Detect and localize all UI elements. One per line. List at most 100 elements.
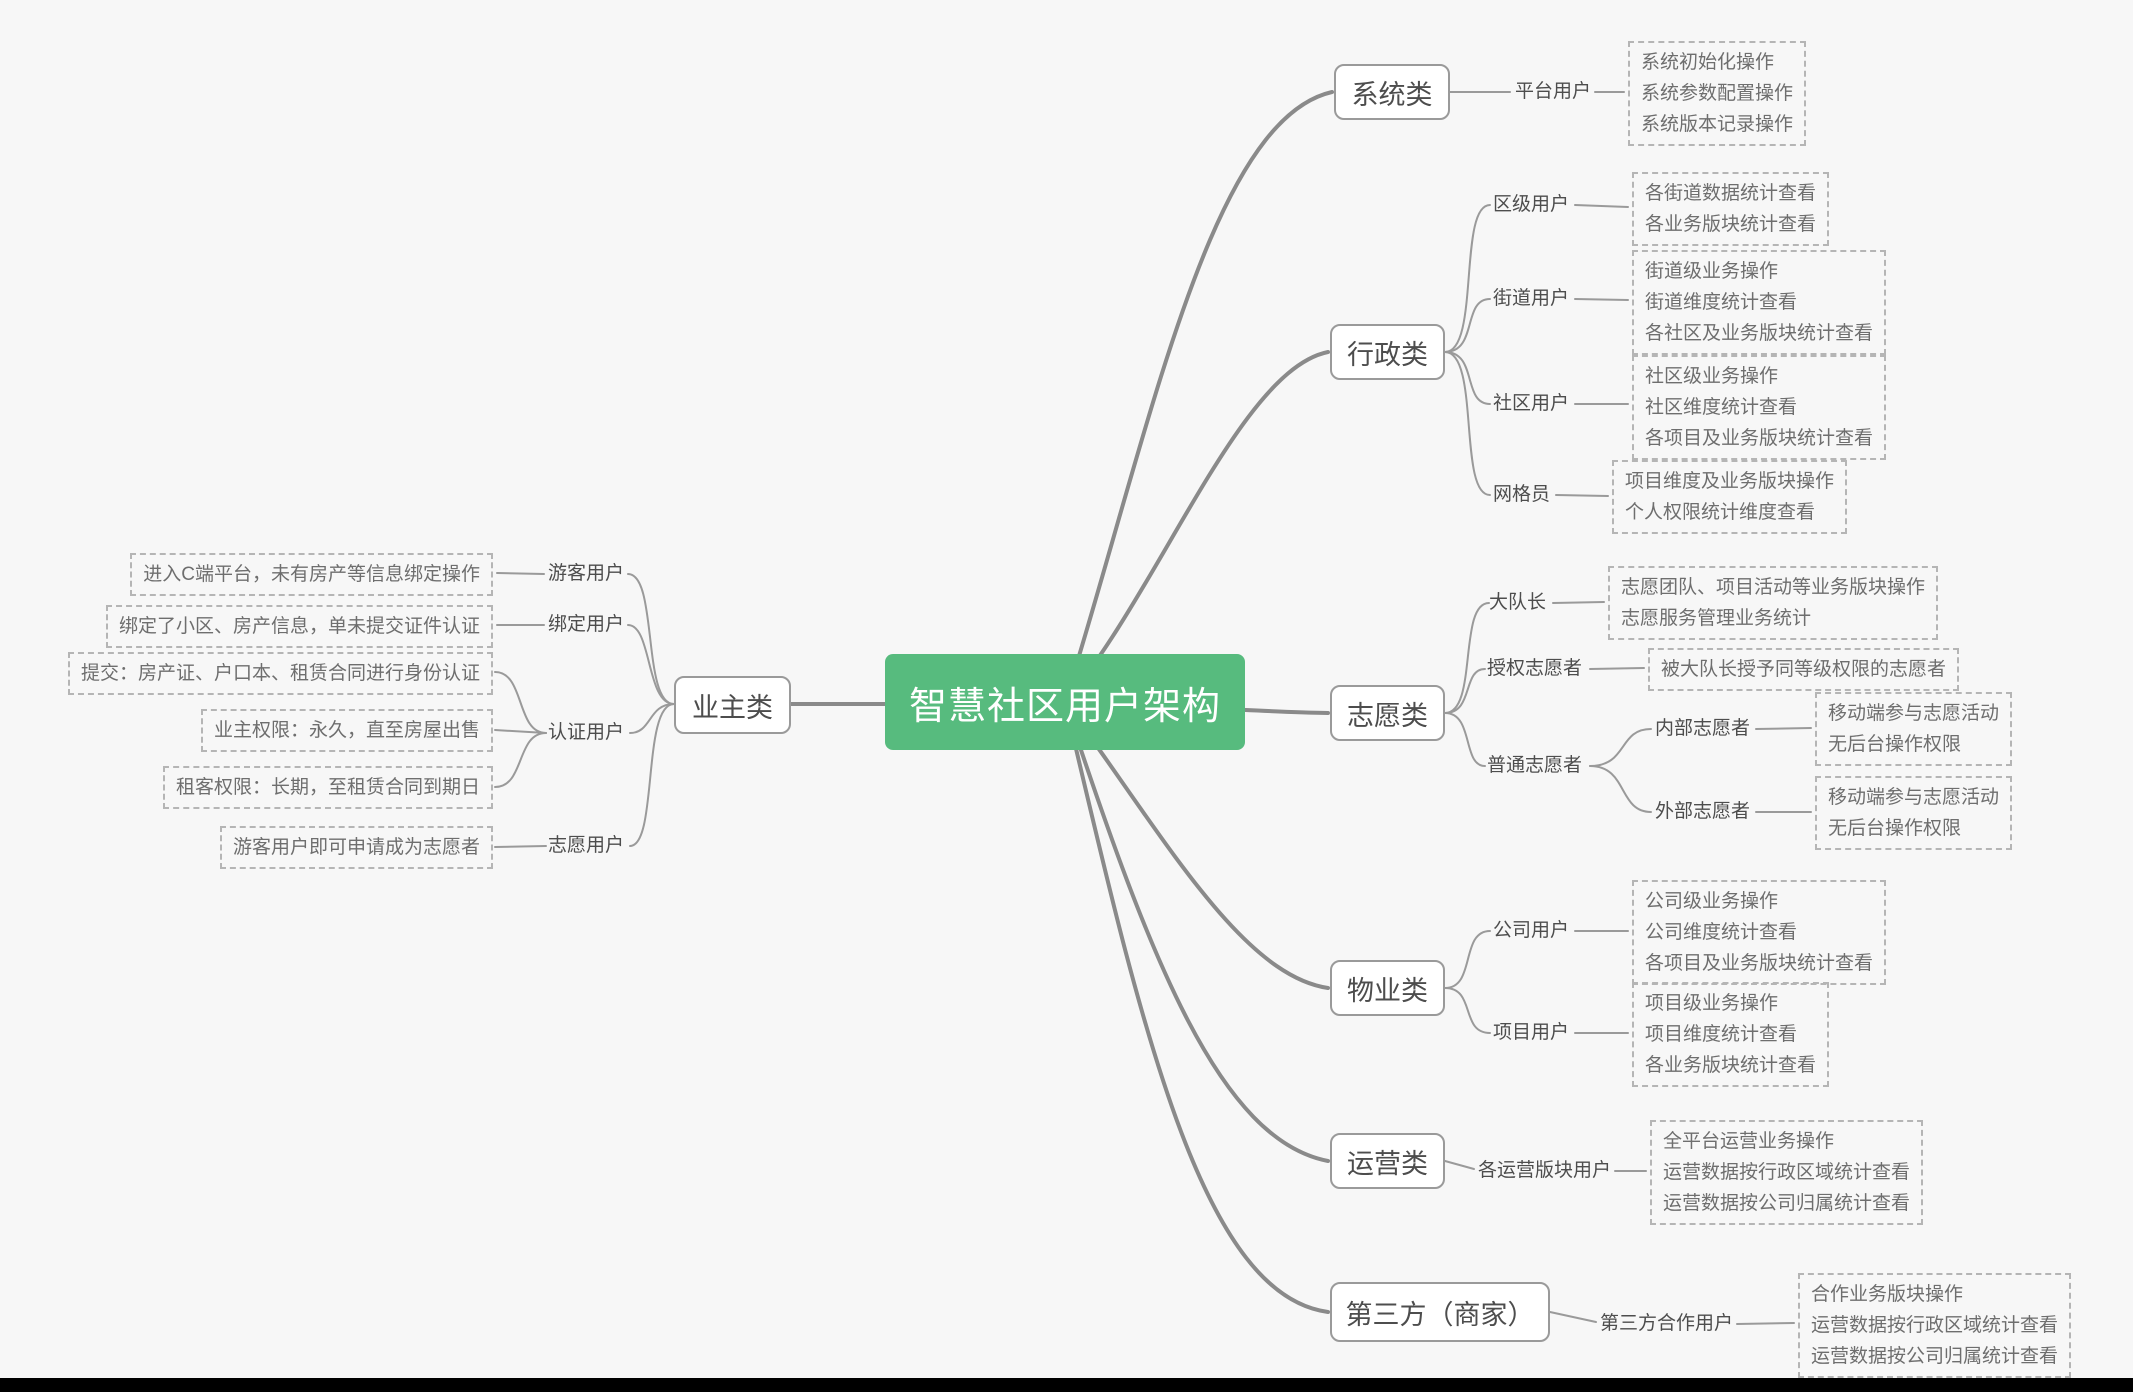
connector-grid-leaf (1555, 494, 1609, 497)
label-platform-user[interactable]: 平台用户 (1515, 81, 1592, 102)
leaf-line: 提交：房产证、户口本、租赁合同进行身份认证 (80, 663, 480, 684)
leaf-line: 社区级业务操作 (1645, 366, 1779, 387)
leaf-line: 公司维度统计查看 (1645, 922, 1798, 943)
connector-ordinary-internal (1589, 728, 1652, 767)
connector-central-admin (1063, 350, 1330, 704)
connector-central-property (1063, 700, 1330, 990)
label-project-user[interactable]: 项目用户 (1493, 1022, 1570, 1043)
branch-volunteer-node[interactable]: 志愿类 (1330, 685, 1445, 741)
leaf-line: 运营数据按公司归属统计查看 (1663, 1193, 1911, 1214)
leaf-bound-user[interactable]: 绑定了小区、房产信息，单未提交证件认证 (105, 605, 493, 648)
connector-volunteer-ordinary (1444, 712, 1486, 767)
connector-certified-leaf2 (494, 729, 547, 734)
leaf-line: 街道级业务操作 (1645, 261, 1779, 282)
leaf-line: 个人权限统计维度查看 (1625, 502, 1816, 523)
leaf-line: 运营数据按行政区域统计查看 (1663, 1162, 1911, 1183)
leaf-line: 系统参数配置操作 (1641, 83, 1794, 104)
connector-property-company (1444, 930, 1491, 989)
leaf-line: 运营数据按公司归属统计查看 (1811, 1346, 2059, 1367)
connector-central-thirdparty (1063, 700, 1330, 1314)
label-certified-user[interactable]: 认证用户 (547, 722, 624, 743)
leaf-street-user[interactable]: 街道级业务操作 街道维度统计查看 各社区及业务版块统计查看 (1632, 250, 1887, 355)
label-thirdparty-user[interactable]: 第三方合作用户 (1600, 1313, 1734, 1334)
connector-owner-bound (627, 624, 675, 705)
leaf-visitor-user[interactable]: 进入C端平台，未有房产等信息绑定操作 (130, 553, 493, 596)
central-node[interactable]: 智慧社区用户架构 (885, 654, 1245, 750)
connector-internal-leaf (1755, 727, 1812, 730)
label-ordinary-volunteer[interactable]: 普通志愿者 (1487, 755, 1583, 776)
connector-volunteeruser-leaf (494, 845, 547, 848)
connector-thirdparty-leaf (1736, 1322, 1795, 1325)
label-external-volunteer[interactable]: 外部志愿者 (1655, 801, 1751, 822)
connector-central-operation (1063, 700, 1330, 1163)
connector-volunteer-captain (1444, 602, 1490, 714)
leaf-line: 移动端参与志愿活动 (1828, 703, 2000, 724)
connector-owner-volunteeruser (629, 703, 675, 847)
label-volunteer-user[interactable]: 志愿用户 (547, 835, 624, 856)
leaf-thirdparty-user[interactable]: 合作业务版块操作 运营数据按行政区域统计查看 运营数据按公司归属统计查看 (1798, 1273, 2072, 1378)
leaf-operation-user[interactable]: 全平台运营业务操作 运营数据按行政区域统计查看 运营数据按公司归属统计查看 (1650, 1120, 1924, 1225)
leaf-platform-user[interactable]: 系统初始化操作 系统参数配置操作 系统版本记录操作 (1628, 41, 1807, 146)
leaf-line: 无后台操作权限 (1828, 818, 1962, 839)
leaf-line: 租客权限：长期，至租赁合同到期日 (175, 777, 480, 798)
branch-owner-node[interactable]: 业主类 (674, 676, 791, 734)
label-captain[interactable]: 大队长 (1489, 592, 1547, 613)
connector-street-leaf (1574, 298, 1629, 301)
label-community-user[interactable]: 社区用户 (1493, 393, 1570, 414)
leaf-line: 各业务版块统计查看 (1645, 214, 1817, 235)
leaf-internal-volunteer[interactable]: 移动端参与志愿活动 无后台操作权限 (1815, 692, 2013, 766)
leaf-certified-owner-rights[interactable]: 业主权限：永久，直至房屋出售 (200, 709, 493, 752)
leaf-volunteer-user[interactable]: 游客用户即可申请成为志愿者 (219, 826, 493, 869)
branch-thirdparty-node[interactable]: 第三方（商家） (1330, 1282, 1550, 1342)
label-visitor-user[interactable]: 游客用户 (547, 563, 624, 584)
leaf-project-user[interactable]: 项目级业务操作 项目维度统计查看 各业务版块统计查看 (1632, 982, 1830, 1087)
leaf-community-user[interactable]: 社区级业务操作 社区维度统计查看 各项目及业务版块统计查看 (1632, 355, 1887, 460)
leaf-line: 项目级业务操作 (1645, 993, 1779, 1014)
connector-volunteer-authorized (1444, 668, 1486, 714)
leaf-line: 各街道数据统计查看 (1645, 183, 1817, 204)
leaf-authorized-volunteer[interactable]: 被大队长授予同等级权限的志愿者 (1648, 648, 1960, 691)
leaf-line: 志愿服务管理业务统计 (1621, 608, 1812, 629)
connector-property-project (1444, 987, 1491, 1034)
leaf-line: 公司级业务操作 (1645, 891, 1779, 912)
leaf-line: 街道维度统计查看 (1645, 292, 1798, 313)
label-operation-user[interactable]: 各运营版块用户 (1478, 1160, 1612, 1181)
label-street-user[interactable]: 街道用户 (1493, 288, 1570, 309)
label-company-user[interactable]: 公司用户 (1493, 920, 1570, 941)
leaf-external-volunteer[interactable]: 移动端参与志愿活动 无后台操作权限 (1815, 776, 2013, 850)
branch-system-node[interactable]: 系统类 (1334, 64, 1450, 120)
connector-admin-community (1444, 351, 1491, 405)
leaf-grid-worker[interactable]: 项目维度及业务版块操作 个人权限统计维度查看 (1612, 460, 1848, 534)
leaf-line: 被大队长授予同等级权限的志愿者 (1661, 659, 1947, 680)
connector-certified-leaf1 (494, 671, 547, 734)
connector-admin-grid (1444, 351, 1491, 496)
connector-owner-visitor (627, 573, 675, 705)
label-authorized-volunteer[interactable]: 授权志愿者 (1487, 658, 1583, 679)
leaf-line: 业主权限：永久，直至房屋出售 (213, 720, 480, 741)
leaf-line: 项目维度及业务版块操作 (1625, 471, 1835, 492)
leaf-district-user[interactable]: 各街道数据统计查看 各业务版块统计查看 (1632, 172, 1830, 246)
connector-owner-certified (629, 703, 675, 734)
leaf-line: 各业务版块统计查看 (1645, 1055, 1817, 1076)
leaf-line: 游客用户即可申请成为志愿者 (232, 837, 480, 858)
leaf-line: 合作业务版块操作 (1811, 1284, 1964, 1305)
leaf-certified-tenant-rights[interactable]: 租客权限：长期，至租赁合同到期日 (162, 766, 493, 809)
connector-authorized-leaf (1589, 667, 1645, 670)
connector-admin-district (1444, 204, 1491, 353)
label-grid-worker[interactable]: 网格员 (1493, 484, 1551, 505)
leaf-company-user[interactable]: 公司级业务操作 公司维度统计查看 各项目及业务版块统计查看 (1632, 880, 1887, 985)
leaf-captain[interactable]: 志愿团队、项目活动等业务版块操作 志愿服务管理业务统计 (1608, 566, 1939, 640)
branch-admin-node[interactable]: 行政类 (1330, 324, 1445, 380)
label-district-user[interactable]: 区级用户 (1493, 194, 1570, 215)
leaf-certified-submit[interactable]: 提交：房产证、户口本、租赁合同进行身份认证 (67, 652, 493, 695)
leaf-line: 各项目及业务版块统计查看 (1645, 428, 1874, 449)
leaf-line: 绑定了小区、房产信息，单未提交证件认证 (118, 616, 480, 637)
label-bound-user[interactable]: 绑定用户 (547, 614, 624, 635)
branch-operation-node[interactable]: 运营类 (1330, 1133, 1445, 1189)
branch-property-node[interactable]: 物业类 (1330, 960, 1445, 1016)
connector-admin-street (1444, 298, 1491, 353)
label-internal-volunteer[interactable]: 内部志愿者 (1655, 718, 1751, 739)
connector-district-leaf (1574, 204, 1629, 208)
